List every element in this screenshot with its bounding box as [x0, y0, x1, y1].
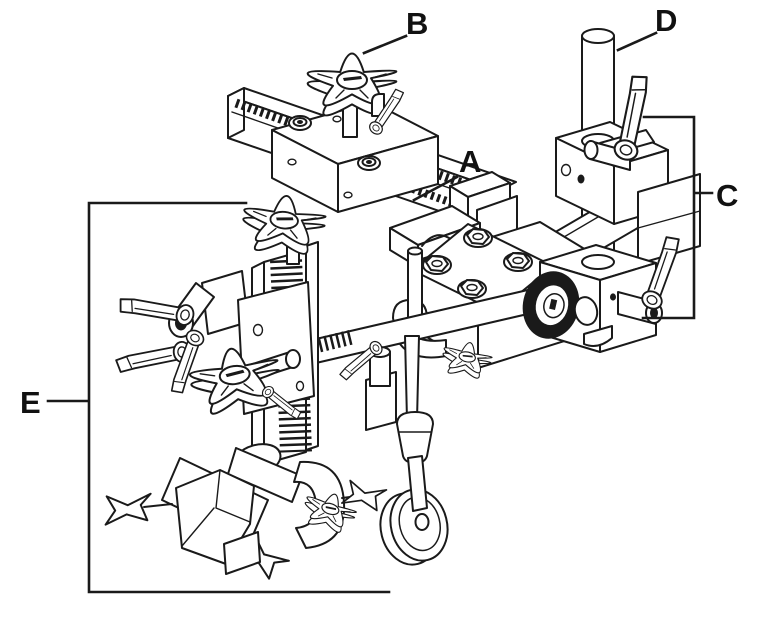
bar-rack-teeth	[288, 329, 354, 360]
hex-bolt	[422, 255, 452, 275]
wing-screw	[341, 478, 388, 513]
callout-a-leader	[412, 175, 459, 202]
bar-clamp-stem	[334, 338, 397, 431]
hex-bolt	[463, 228, 493, 248]
callouts: A B C D E	[20, 3, 738, 594]
tube-clamp-assembly	[101, 443, 388, 584]
callout-c-label: C	[716, 178, 738, 213]
upper-clamp-lever	[583, 71, 663, 171]
socket-screw	[357, 155, 381, 171]
callout-c-bracket	[641, 115, 714, 320]
pivot-bell	[396, 411, 434, 464]
upper-post-clamp	[555, 71, 701, 265]
callout-e-label: E	[20, 385, 41, 420]
column-rack-teeth	[278, 397, 312, 453]
carriage-block	[271, 52, 439, 213]
right-tube-clamp	[293, 460, 388, 549]
torch-holder-assembly-e	[114, 190, 329, 479]
guide-pin	[407, 246, 423, 319]
guide-wheel-pendulum	[379, 335, 449, 566]
callout-a-label: A	[459, 144, 481, 179]
callout-b-leader	[362, 34, 408, 55]
lower-post-clamp	[522, 232, 693, 353]
carriage-clamp-lever	[363, 86, 412, 138]
column-rack-teeth	[270, 259, 304, 303]
left-lever-1	[116, 285, 197, 334]
socket-screw	[288, 115, 312, 131]
callout-d-label: D	[655, 3, 677, 38]
callout-e-bracket	[46, 201, 391, 594]
wheel-hub	[414, 513, 430, 531]
wing-screw	[101, 490, 155, 526]
hex-bolt	[503, 252, 533, 272]
rack-teeth	[234, 98, 302, 131]
adjust-dial	[522, 271, 580, 339]
callout-b-label: B	[406, 6, 428, 41]
post-bottom-tip	[583, 325, 613, 347]
pendulum-arm	[407, 455, 428, 512]
hex-bolt	[457, 279, 487, 299]
callout-d-leader	[616, 31, 658, 52]
